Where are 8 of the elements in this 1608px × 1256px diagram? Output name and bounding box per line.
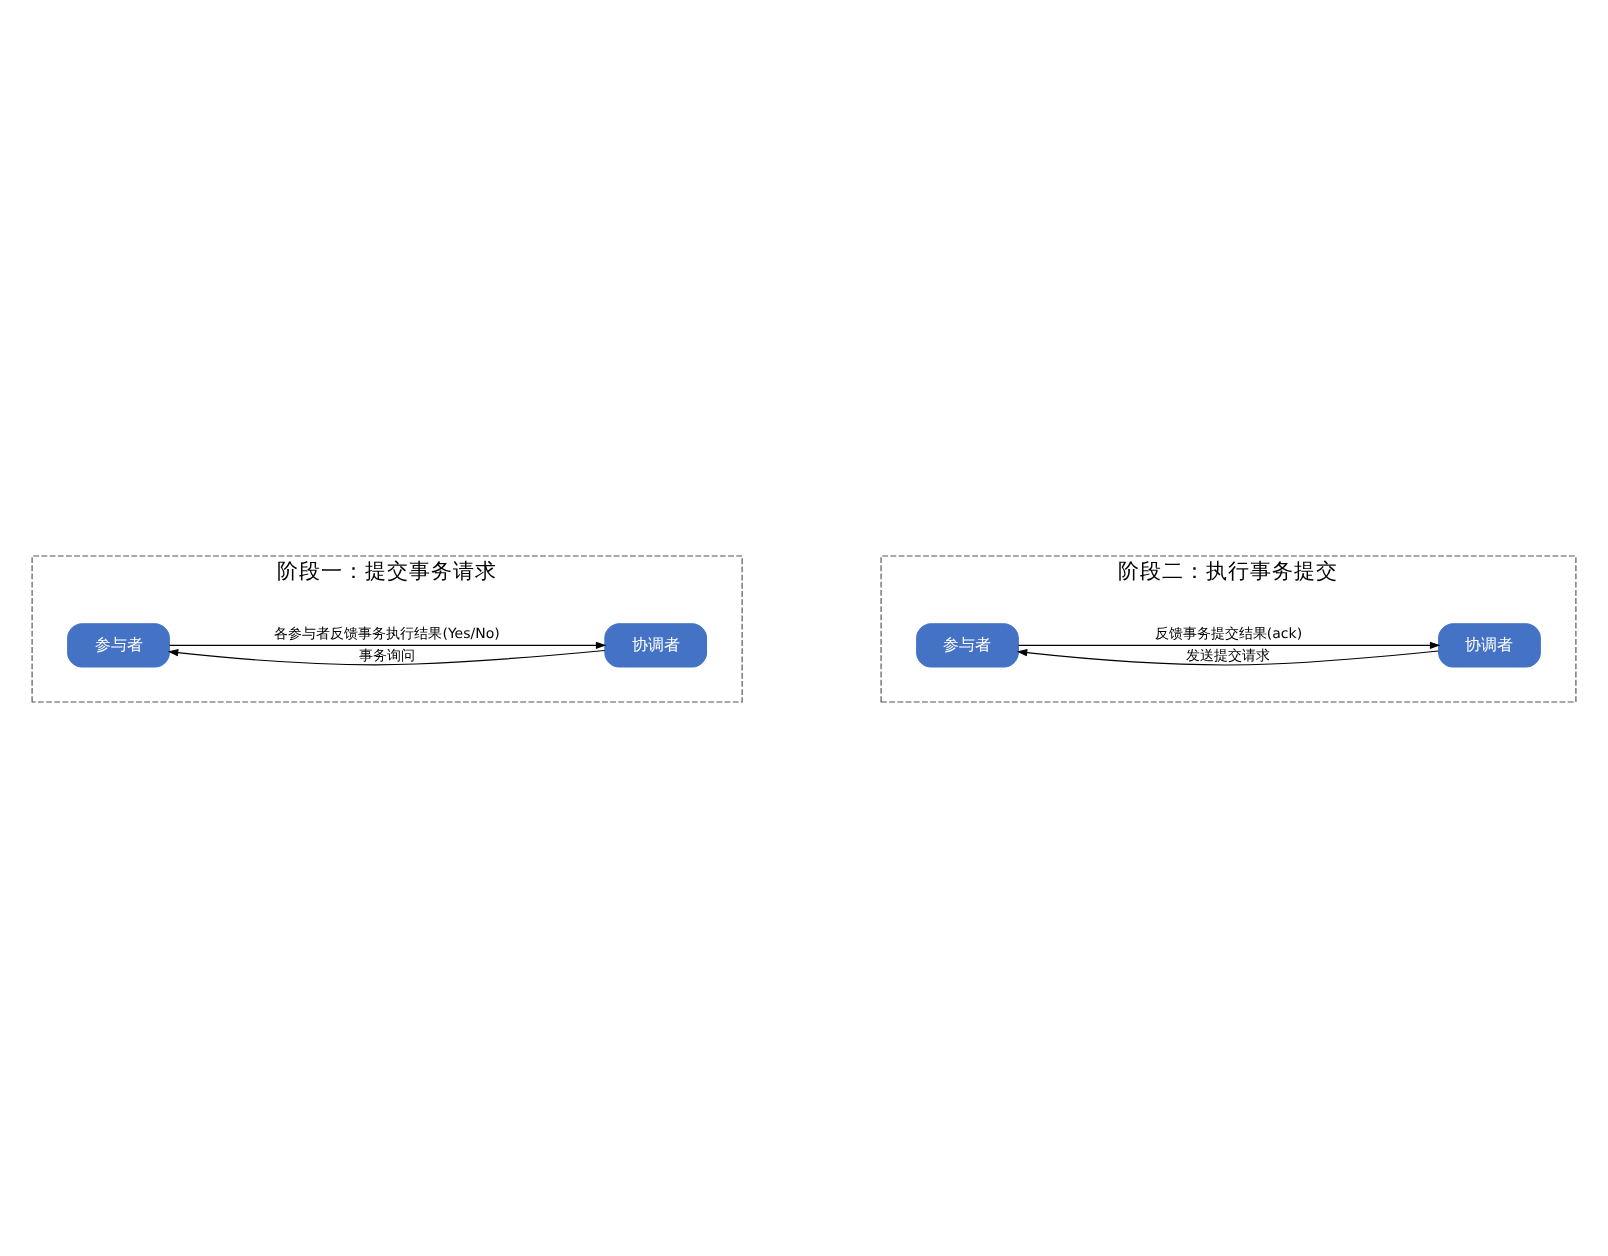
arrow — [167, 648, 606, 665]
node-box: 协调者 — [1438, 622, 1541, 667]
arrow — [1017, 640, 1441, 649]
node-box: 参与者 — [67, 622, 170, 667]
node-box: 参与者 — [916, 622, 1019, 667]
node-box: 协调者 — [604, 622, 708, 667]
arrow — [1016, 648, 1439, 665]
arrow — [168, 640, 607, 649]
